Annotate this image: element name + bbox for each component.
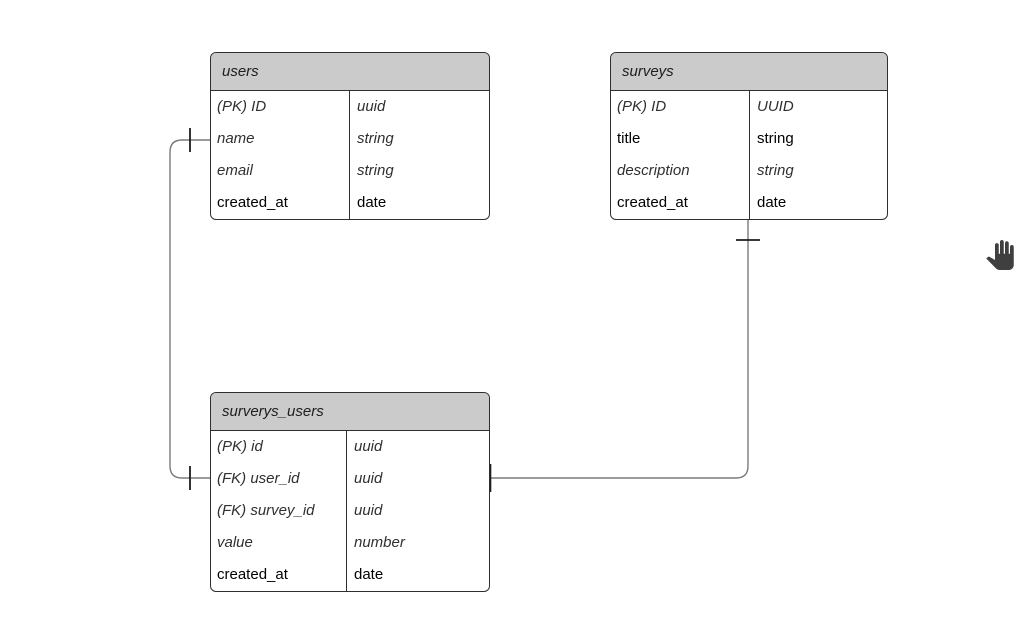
er-field-type: uuid [346, 431, 489, 463]
er-field-type: date [749, 187, 887, 219]
er-field-name: value [217, 534, 253, 551]
er-field-row-users-2[interactable]: email string [211, 155, 489, 187]
pan-hand-icon [985, 240, 1015, 270]
er-field-name: created_at [217, 566, 288, 583]
er-field-row-users-0[interactable]: (PK) ID uuid [211, 91, 489, 123]
er-table-title-surveys[interactable]: surveys [611, 53, 887, 91]
er-field-type: uuid [346, 495, 489, 527]
er-field-row-users-1[interactable]: name string [211, 123, 489, 155]
er-field-type: string [749, 123, 887, 155]
er-field-name: created_at [217, 194, 288, 211]
er-field-row-surverys_users-0[interactable]: (PK) id uuid [211, 431, 489, 463]
connector-users-to-surverys_users[interactable] [169, 139, 210, 479]
er-field-name: description [617, 162, 690, 179]
er-field-row-surveys-3[interactable]: created_at date [611, 187, 887, 219]
er-field-type: UUID [749, 91, 887, 123]
er-field-type: uuid [349, 91, 489, 123]
er-field-type: date [346, 559, 489, 591]
er-field-row-surveys-1[interactable]: title string [611, 123, 887, 155]
er-field-type: string [749, 155, 887, 187]
er-field-type: date [349, 187, 489, 219]
er-field-row-surveys-0[interactable]: (PK) ID UUID [611, 91, 887, 123]
er-field-type: uuid [346, 463, 489, 495]
er-field-name: (PK) ID [617, 98, 667, 115]
er-table-title-users[interactable]: users [211, 53, 489, 91]
er-field-name: (PK) ID [217, 98, 267, 115]
er-field-name: created_at [617, 194, 688, 211]
er-field-type: number [346, 527, 489, 559]
er-field-row-surverys_users-4[interactable]: created_at date [211, 559, 489, 591]
er-field-name: (FK) user_id [217, 470, 300, 487]
er-field-name: email [217, 162, 253, 179]
er-field-type: string [349, 155, 489, 187]
connector-surveys-to-surverys_users[interactable] [491, 219, 749, 479]
er-field-row-surverys_users-2[interactable]: (FK) survey_id uuid [211, 495, 489, 527]
er-table-title-surverys_users[interactable]: surverys_users [211, 393, 489, 431]
er-field-name: (PK) id [217, 438, 263, 455]
er-field-name: name [217, 130, 255, 147]
er-field-row-surveys-2[interactable]: description string [611, 155, 887, 187]
er-field-row-users-3[interactable]: created_at date [211, 187, 489, 219]
er-field-name: (FK) survey_id [217, 502, 315, 519]
er-field-name: title [617, 130, 641, 147]
er-field-row-surverys_users-1[interactable]: (FK) user_id uuid [211, 463, 489, 495]
er-field-type: string [349, 123, 489, 155]
er-field-row-surverys_users-3[interactable]: value number [211, 527, 489, 559]
